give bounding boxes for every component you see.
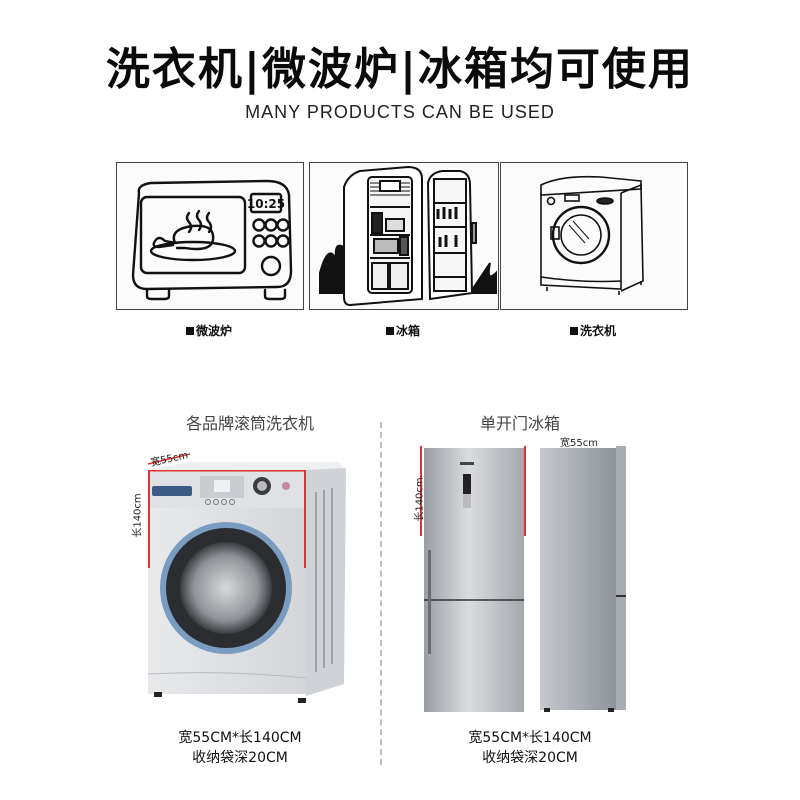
- washer-section-title: 各品牌滚筒洗衣机: [185, 414, 314, 433]
- fridge-card: [309, 162, 499, 310]
- bullet-square-icon: [185, 327, 194, 335]
- page-subtitle: MANY PRODUCTS CAN BE USED: [245, 102, 555, 122]
- fridge-section-title: 单开门冰箱: [479, 414, 560, 433]
- washer-spec-depth: 收纳袋深20CM: [192, 750, 288, 766]
- microwave-clock: 10:25: [247, 197, 285, 211]
- washer-card: [500, 162, 688, 310]
- microwave-card: 10:25: [116, 162, 304, 310]
- washer-height-label: 长140cm: [132, 493, 144, 538]
- fridge-side-photo: [538, 444, 630, 714]
- bullet-square-icon: [385, 327, 394, 335]
- fridge-front-photo: [420, 444, 528, 714]
- product-label-microwave: 微波炉: [116, 322, 302, 339]
- fridge-height-label: 长140cm: [414, 477, 426, 522]
- bullet-square-icon: [569, 327, 578, 335]
- page-title: 洗衣机|微波炉|冰箱均可使用: [105, 44, 695, 95]
- fridge-icon: [319, 165, 497, 307]
- microwave-icon: 10:25: [131, 179, 293, 301]
- section-divider: [380, 422, 382, 765]
- product-label-fridge: 冰箱: [309, 322, 497, 339]
- fridge-spec: 宽55CM*长140CM 收纳袋深20CM: [430, 728, 630, 768]
- product-label-washer: 洗衣机: [500, 322, 686, 339]
- washer-spec-size: 宽55CM*长140CM: [178, 730, 302, 746]
- fridge-width-label: 宽55cm: [560, 438, 598, 449]
- fridge-spec-size: 宽55CM*长140CM: [468, 730, 592, 746]
- washing-machine-icon: [540, 175, 644, 295]
- fridge-spec-depth: 收纳袋深20CM: [482, 750, 578, 766]
- washer-photo: [128, 448, 358, 710]
- washer-spec: 宽55CM*长140CM 收纳袋深20CM: [140, 728, 340, 768]
